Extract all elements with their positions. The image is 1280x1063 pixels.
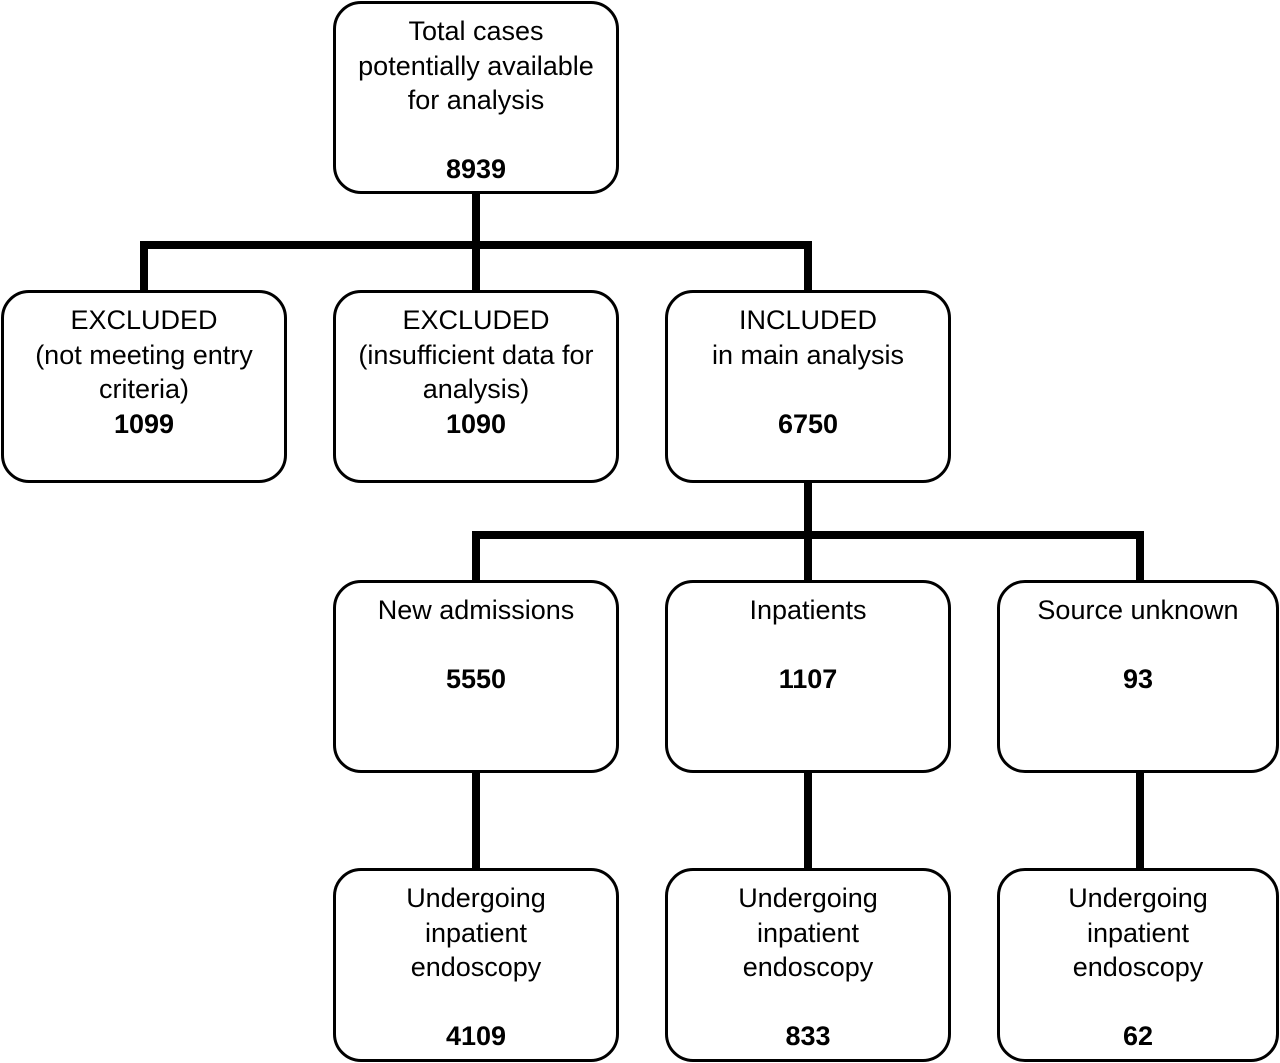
node-excluded-insufficient-data-label: EXCLUDED (insufficient data for analysis…: [358, 305, 594, 404]
node-source-unknown: Source unknown 93: [997, 580, 1279, 773]
node-excluded-insufficient-data: EXCLUDED (insufficient data for analysis…: [333, 290, 619, 483]
node-included-label: INCLUDED in main analysis: [711, 305, 905, 370]
node-excluded-entry-criteria-count: 1099: [113, 409, 175, 439]
node-endoscopy-new-admissions-count: 4109: [445, 1021, 507, 1051]
node-new-admissions-count: 5550: [445, 664, 507, 694]
node-endoscopy-new-admissions: Undergoing inpatient endoscopy 4109: [333, 868, 619, 1062]
connector-lines: [140, 189, 1144, 872]
node-new-admissions-label: New admissions: [377, 595, 575, 625]
node-excluded-insufficient-data-count: 1090: [445, 409, 507, 439]
node-excluded-entry-criteria: EXCLUDED (not meeting entry criteria) 10…: [1, 290, 287, 483]
node-endoscopy-source-unknown-label: Undergoing inpatient endoscopy: [1068, 883, 1208, 982]
node-inpatients-count: 1107: [778, 664, 838, 694]
node-inpatients: Inpatients 1107: [665, 580, 951, 773]
node-new-admissions: New admissions 5550: [333, 580, 619, 773]
node-included-count: 6750: [777, 409, 839, 439]
node-endoscopy-inpatients-label: Undergoing inpatient endoscopy: [738, 883, 878, 982]
node-excluded-entry-criteria-label: EXCLUDED (not meeting entry criteria): [35, 305, 253, 404]
node-total-cases-count: 8939: [445, 154, 507, 184]
node-endoscopy-source-unknown-count: 62: [1122, 1021, 1154, 1051]
node-endoscopy-source-unknown: Undergoing inpatient endoscopy 62: [997, 868, 1279, 1062]
node-source-unknown-count: 93: [1122, 664, 1154, 694]
node-endoscopy-inpatients: Undergoing inpatient endoscopy 833: [665, 868, 951, 1062]
node-total-cases-label: Total cases potentially available for an…: [358, 16, 594, 115]
node-source-unknown-label: Source unknown: [1037, 595, 1239, 625]
node-included: INCLUDED in main analysis 6750: [665, 290, 951, 483]
node-inpatients-label: Inpatients: [749, 595, 867, 625]
node-total-cases: Total cases potentially available for an…: [333, 1, 619, 194]
node-endoscopy-new-admissions-label: Undergoing inpatient endoscopy: [406, 883, 546, 982]
node-endoscopy-inpatients-count: 833: [785, 1021, 831, 1051]
